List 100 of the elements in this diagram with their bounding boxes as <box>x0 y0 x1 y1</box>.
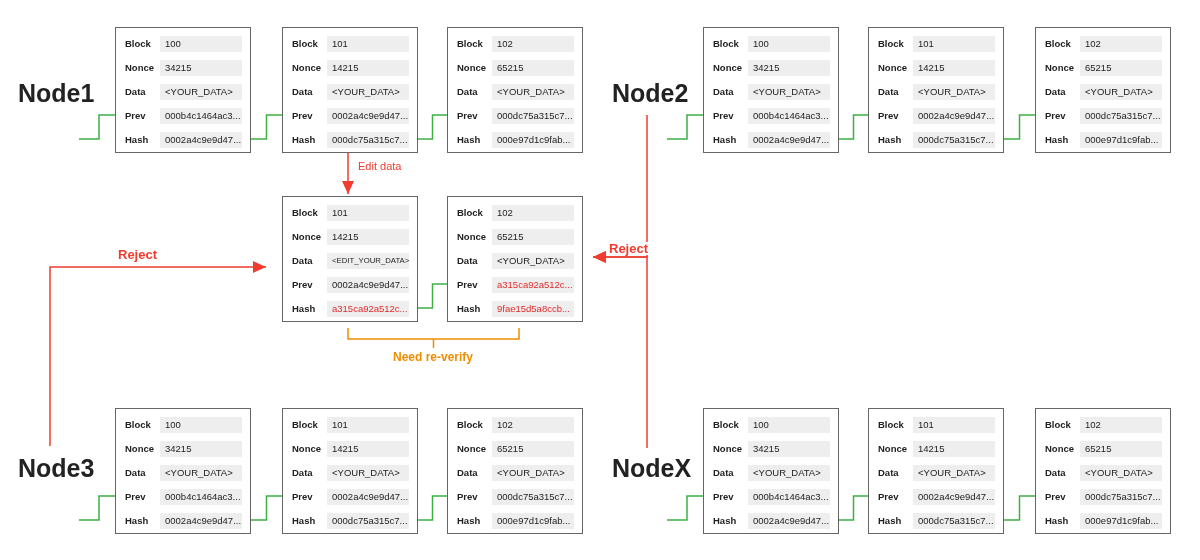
field-label: Prev <box>713 490 734 504</box>
field-label: Hash <box>713 133 737 147</box>
field-label: Prev <box>713 109 734 123</box>
field-label: Nonce <box>125 442 155 456</box>
field-value: 14215 <box>327 441 409 457</box>
field-label: Prev <box>878 490 899 504</box>
block-card <box>447 196 583 322</box>
field-label: Data <box>125 85 146 99</box>
field-label: Data <box>1045 85 1066 99</box>
field-label: Nonce <box>457 61 487 75</box>
field-label: Hash <box>125 514 149 528</box>
field-value: 0002a4c9e9d47... <box>748 513 830 529</box>
field-value: 34215 <box>748 441 830 457</box>
field-value: 14215 <box>327 229 409 245</box>
field-value: 000e97d1c9fab... <box>1080 513 1162 529</box>
field-value: <YOUR_DATA> <box>748 84 830 100</box>
field-label: Nonce <box>457 230 487 244</box>
field-label: Hash <box>125 133 149 147</box>
field-label: Hash <box>292 302 316 316</box>
field-value: 0002a4c9e9d47... <box>160 513 242 529</box>
field-value: 0002a4c9e9d47... <box>748 132 830 148</box>
field-value: 000dc75a315c7... <box>492 108 574 124</box>
field-label: Block <box>292 206 318 220</box>
field-label: Block <box>1045 418 1071 432</box>
field-label: Prev <box>1045 109 1066 123</box>
field-value: 14215 <box>913 441 995 457</box>
field-label: Nonce <box>292 61 322 75</box>
field-label: Block <box>1045 37 1071 51</box>
field-label: Prev <box>878 109 899 123</box>
field-label: Nonce <box>878 61 908 75</box>
connector-line <box>250 114 283 140</box>
field-label: Nonce <box>125 61 155 75</box>
field-label: Data <box>713 466 734 480</box>
field-value: 102 <box>492 205 574 221</box>
field-value: 000dc75a315c7... <box>327 513 409 529</box>
field-label: Block <box>878 418 904 432</box>
field-label: Prev <box>292 109 313 123</box>
field-value: 0002a4c9e9d47... <box>913 108 995 124</box>
connector-line <box>250 495 283 521</box>
connector-line <box>666 114 704 140</box>
field-value: <YOUR_DATA> <box>748 465 830 481</box>
field-label: Prev <box>457 490 478 504</box>
field-value: 14215 <box>913 60 995 76</box>
field-value: 102 <box>1080 417 1162 433</box>
field-value: 65215 <box>1080 60 1162 76</box>
node-label: Node3 <box>18 454 95 482</box>
field-label: Hash <box>457 302 481 316</box>
field-value: 0002a4c9e9d47... <box>160 132 242 148</box>
field-label: Data <box>125 466 146 480</box>
field-label: Block <box>713 37 739 51</box>
field-value: 000dc75a315c7... <box>327 132 409 148</box>
field-value: 102 <box>492 417 574 433</box>
field-value: 0002a4c9e9d47... <box>327 277 409 293</box>
field-label: Nonce <box>713 61 743 75</box>
field-label: Block <box>292 37 318 51</box>
field-value: 0002a4c9e9d47... <box>913 489 995 505</box>
field-value: 000e97d1c9fab... <box>492 132 574 148</box>
field-label: Data <box>457 254 478 268</box>
field-value: <YOUR_DATA> <box>913 465 995 481</box>
connector-line <box>78 114 116 140</box>
field-value: 9fae15d5a8ccb... <box>492 301 574 317</box>
block-card <box>282 408 418 534</box>
field-label: Prev <box>1045 490 1066 504</box>
field-value: <YOUR_DATA> <box>160 84 242 100</box>
field-value: 101 <box>327 417 409 433</box>
field-label: Nonce <box>1045 61 1075 75</box>
arrow <box>342 152 354 195</box>
field-value: 000dc75a315c7... <box>913 513 995 529</box>
block-card <box>115 408 251 534</box>
connector-line <box>417 495 448 521</box>
field-value: 000e97d1c9fab... <box>492 513 574 529</box>
field-value: <YOUR_DATA> <box>1080 84 1162 100</box>
field-value: 000b4c1464ac3... <box>748 108 830 124</box>
field-label: Prev <box>292 490 313 504</box>
field-value: a315ca92a512c... <box>327 301 409 317</box>
field-label: Data <box>878 85 899 99</box>
field-label: Hash <box>1045 133 1069 147</box>
field-label: Block <box>457 37 483 51</box>
field-value: 101 <box>913 36 995 52</box>
field-value: 100 <box>748 417 830 433</box>
connector-line <box>417 114 448 140</box>
node-label: Node1 <box>18 79 95 107</box>
field-label: Data <box>292 254 313 268</box>
block-card <box>447 408 583 534</box>
node-label: NodeX <box>612 454 692 482</box>
field-label: Block <box>713 418 739 432</box>
arrow <box>49 261 267 447</box>
field-label: Data <box>457 466 478 480</box>
field-label: Data <box>878 466 899 480</box>
field-value: 102 <box>492 36 574 52</box>
block-card <box>282 196 418 322</box>
field-label: Prev <box>457 278 478 292</box>
field-label: Nonce <box>878 442 908 456</box>
block-card <box>703 27 839 153</box>
field-value: 000b4c1464ac3... <box>160 489 242 505</box>
field-value: <YOUR_DATA> <box>327 465 409 481</box>
field-label: Data <box>292 85 313 99</box>
note-label: Need re-verify <box>393 350 474 364</box>
connector-line <box>838 114 869 140</box>
field-label: Data <box>292 466 313 480</box>
